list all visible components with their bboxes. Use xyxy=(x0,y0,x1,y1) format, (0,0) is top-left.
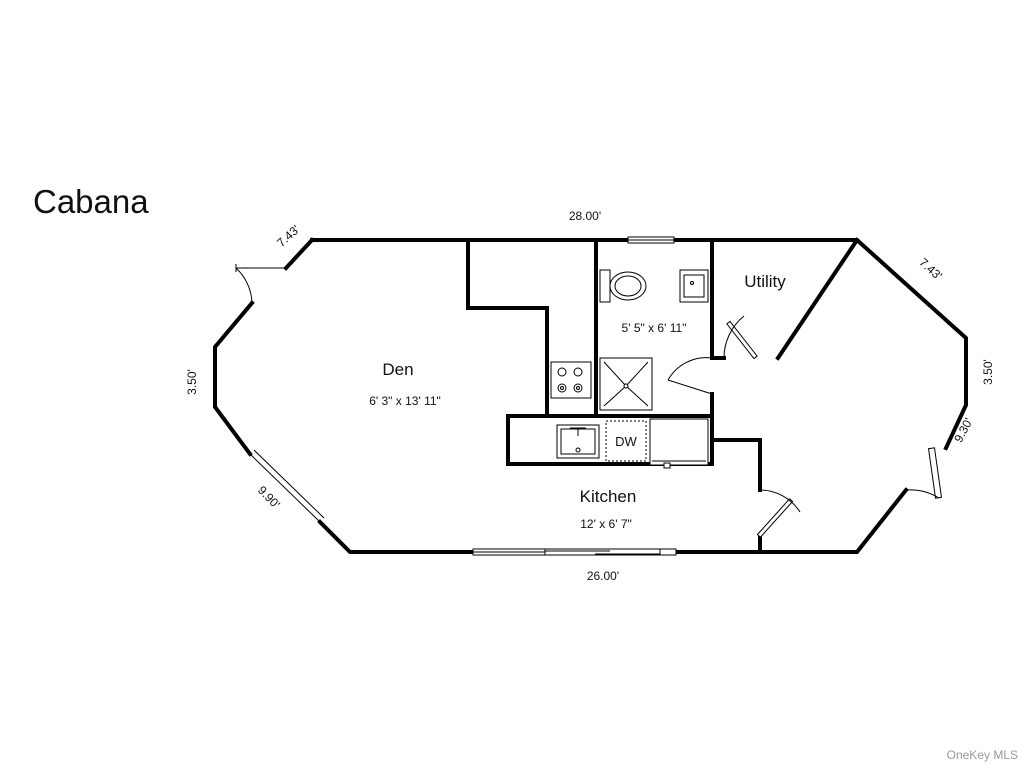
toilet xyxy=(599,269,647,303)
edge-top-dimension: 28.00' xyxy=(569,209,601,223)
window-bottom-left xyxy=(472,548,546,556)
dishwasher: DW xyxy=(605,420,647,462)
exterior-wall-bottom-left xyxy=(317,519,475,554)
kitchen-counter xyxy=(506,414,714,466)
kitchen-sink xyxy=(556,424,600,459)
kitchen-label: Kitchen xyxy=(580,487,637,506)
edge-right-dimension: 3.50' xyxy=(981,359,995,385)
window-left-diagonal xyxy=(249,449,325,523)
utility-label: Utility xyxy=(744,272,786,291)
kitchen-door xyxy=(756,489,801,538)
exterior-door-left xyxy=(235,264,286,304)
bath-sink xyxy=(679,269,709,303)
shower xyxy=(599,357,653,411)
utility-door xyxy=(723,315,758,360)
exterior-wall-left xyxy=(213,300,255,457)
exterior-door-right xyxy=(905,447,943,499)
window-top xyxy=(627,236,675,244)
edge-top-left-dimension: 7.43' xyxy=(274,222,302,250)
dishwasher-label: DW xyxy=(615,434,637,449)
edge-bottom-dimension: 26.00' xyxy=(587,569,619,583)
window-bottom-right xyxy=(659,548,677,556)
den-size: 6' 3" x 13' 11" xyxy=(369,394,441,408)
exterior-wall-top-left xyxy=(283,237,315,271)
bath-door xyxy=(667,357,713,395)
utility-wall-diagonal xyxy=(775,237,860,361)
page-title: Cabana xyxy=(33,183,149,220)
edge-left-dimension: 3.50' xyxy=(185,369,199,395)
sliding-door-bottom xyxy=(544,548,661,556)
watermark: OneKey MLS xyxy=(946,748,1018,762)
den-closet-wall xyxy=(466,238,549,418)
kitchen-right-wall xyxy=(710,438,762,492)
edge-top-right-dimension: 7.43' xyxy=(916,255,944,283)
stove xyxy=(550,361,592,399)
exterior-wall-bottom xyxy=(674,487,909,554)
bath-size: 5' 5" x 6' 11" xyxy=(622,321,687,335)
kitchen-size: 12' x 6' 7" xyxy=(580,517,632,531)
edge-bottom-right-dimension: 9.30' xyxy=(951,416,975,445)
refrigerator xyxy=(649,418,709,469)
exterior-wall-top xyxy=(310,238,968,451)
edge-bottom-left-dimension: 9.90' xyxy=(255,483,283,511)
den-label: Den xyxy=(382,360,413,379)
